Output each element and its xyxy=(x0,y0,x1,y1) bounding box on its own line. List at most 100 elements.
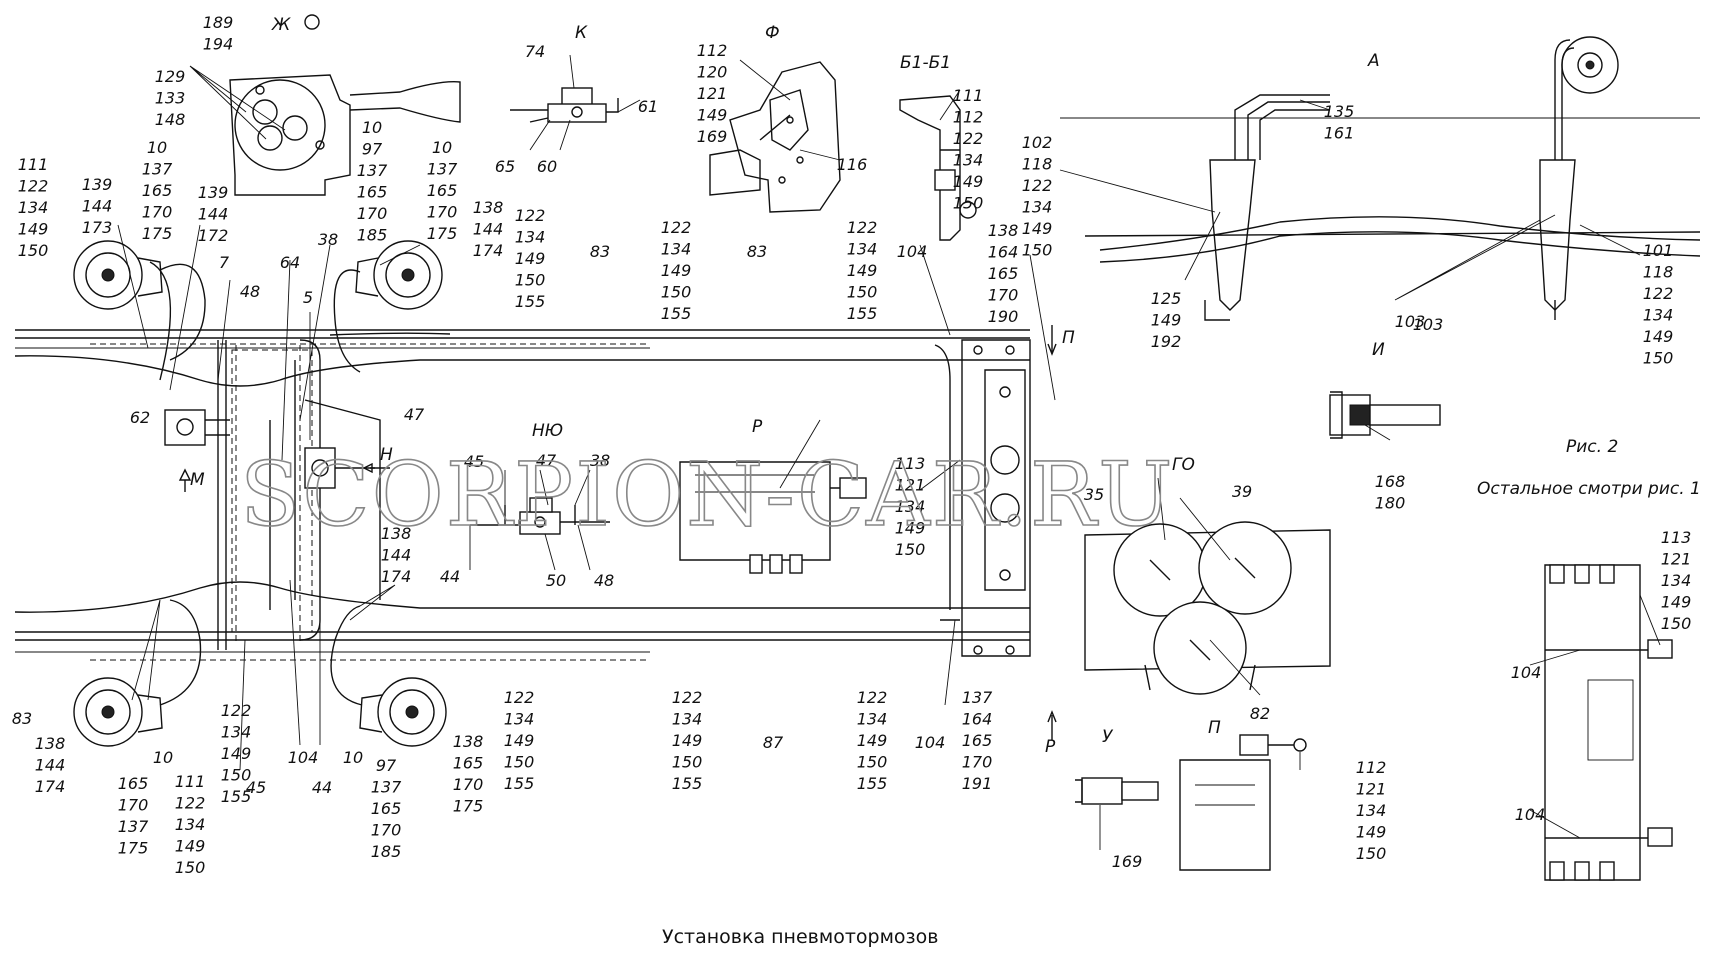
callout-number: 10 xyxy=(147,138,167,157)
callout-number: 82 xyxy=(1250,704,1270,723)
callout-number: 87 xyxy=(763,733,784,752)
callout-number: 149 xyxy=(672,731,703,750)
callout-number: 165 xyxy=(962,731,993,750)
callout-number: 35 xyxy=(1084,485,1104,504)
callout-number: 10 xyxy=(432,138,452,157)
callout-number: 148 xyxy=(155,110,186,129)
view-zh-letter: Ж xyxy=(271,15,291,35)
view-u-drawing xyxy=(1075,777,1159,805)
callout-s57: 10 xyxy=(343,748,363,767)
leader-lines xyxy=(117,54,1661,850)
callout-s13: 5 xyxy=(303,288,313,307)
callout-number: 165 xyxy=(118,774,149,793)
callout-s36: 47 xyxy=(404,405,425,424)
callout-number: 172 xyxy=(198,226,229,245)
view-go-letter: ГО xyxy=(1172,455,1195,475)
callout-number: 101 xyxy=(1643,241,1674,260)
callout-number: 144 xyxy=(82,197,113,216)
view-a-drawing xyxy=(1060,36,1701,321)
callout-number: 44 xyxy=(312,778,332,797)
callout-number: 134 xyxy=(1661,571,1692,590)
callout-number: 44 xyxy=(440,567,460,586)
callout-number: 74 xyxy=(525,42,545,61)
view-p-drawing xyxy=(1179,734,1307,871)
callout-s42: 48 xyxy=(594,571,614,590)
callout-number: 125 xyxy=(1151,289,1182,308)
callout-number: 138 xyxy=(35,734,66,753)
callout-number: 103 xyxy=(1413,315,1444,334)
callout-number: 65 xyxy=(495,157,515,176)
callout-number: 150 xyxy=(18,241,49,260)
callout-number: 165 xyxy=(427,181,458,200)
callout-s27: 116 xyxy=(837,155,868,174)
callout-number: 169 xyxy=(697,127,728,146)
callout-number: 134 xyxy=(895,497,926,516)
callout-number: 48 xyxy=(594,571,614,590)
callout-s66: 82 xyxy=(1250,704,1270,723)
callout-number: 97 xyxy=(362,140,383,159)
callout-number: 122 xyxy=(175,794,206,813)
callout-number: 144 xyxy=(198,205,229,224)
view-p-top-letter: П xyxy=(1062,328,1075,348)
callout-number: 149 xyxy=(697,106,728,125)
callout-s12: 38 xyxy=(318,230,338,249)
callout-number: 155 xyxy=(672,774,703,793)
callout-number: 61 xyxy=(638,97,658,116)
callout-number: 139 xyxy=(82,175,113,194)
callout-number: 122 xyxy=(221,701,252,720)
callout-number: 149 xyxy=(221,744,252,763)
callout-number: 173 xyxy=(82,218,113,237)
callout-number: 194 xyxy=(203,35,234,54)
callout-number: 137 xyxy=(427,160,458,179)
callout-number: 47 xyxy=(536,451,557,470)
callout-number: 170 xyxy=(453,775,484,794)
callout-number: 111 xyxy=(18,155,49,174)
callout-number: 137 xyxy=(371,778,402,797)
callout-number: 45 xyxy=(464,452,484,471)
callout-number: 150 xyxy=(175,858,206,877)
callout-number: 189 xyxy=(203,13,234,32)
callout-number: 97 xyxy=(376,756,397,775)
callout-number: 169 xyxy=(1112,852,1143,871)
callout-number: 48 xyxy=(240,282,260,301)
brake-chamber-rear-left-bottom xyxy=(73,599,202,747)
callout-number: 165 xyxy=(142,181,173,200)
callout-s22: 74 xyxy=(525,42,545,61)
callout-number: 60 xyxy=(537,157,557,176)
callout-s18: 83 xyxy=(747,242,767,261)
callout-number: 121 xyxy=(1356,780,1387,799)
callout-s16: 83 xyxy=(590,242,610,261)
callout-number: 175 xyxy=(118,839,149,858)
callout-number: 185 xyxy=(371,842,402,861)
callout-s25: 60 xyxy=(537,157,557,176)
chassis-frame xyxy=(14,329,1031,661)
view-a-letter: А xyxy=(1367,51,1380,71)
callout-number: 150 xyxy=(857,753,888,772)
callout-number: 175 xyxy=(427,224,458,243)
callout-number: 155 xyxy=(515,292,546,311)
callout-number: 170 xyxy=(988,286,1019,305)
callout-s48: 83 xyxy=(12,709,32,728)
callout-s64: 104 xyxy=(915,733,946,752)
callout-s44: 35 xyxy=(1084,485,1104,504)
callout-number: 175 xyxy=(453,797,484,816)
callout-number: 45 xyxy=(246,778,266,797)
view-nyu-drawing xyxy=(470,497,610,535)
callout-number: 83 xyxy=(12,709,32,728)
callout-number: 150 xyxy=(847,283,878,302)
callout-number: 170 xyxy=(371,821,402,840)
callout-number: 149 xyxy=(1022,219,1053,238)
view-zh-drawing xyxy=(229,14,461,196)
callout-s11: 64 xyxy=(280,253,300,272)
callout-number: 122 xyxy=(953,129,984,148)
callout-number: 133 xyxy=(155,89,186,108)
callout-number: 5 xyxy=(303,288,313,307)
